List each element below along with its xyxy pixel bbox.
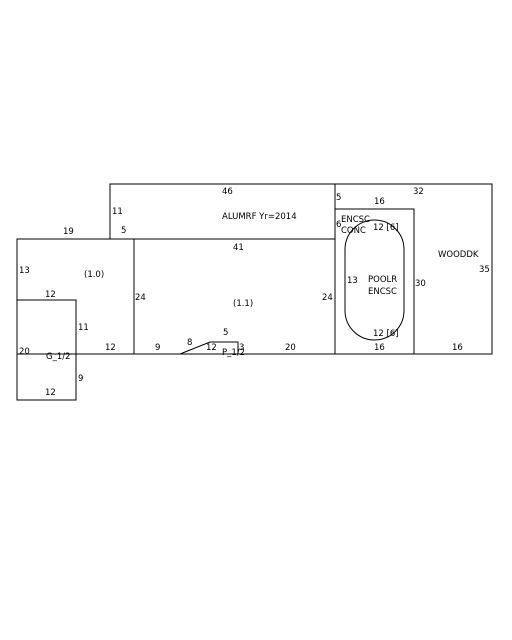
patio-area (179, 341, 239, 355)
dimension-label: 11 (78, 323, 89, 333)
wood-deck-area (334, 183, 493, 355)
pool-label-line1: POOLR (368, 275, 397, 285)
dimension-label: 9 (78, 374, 83, 384)
dimension-label: 35 (479, 265, 490, 275)
dimension-label: 16 (374, 197, 385, 207)
dimension-label: 16 (452, 343, 463, 353)
garage-area (16, 299, 77, 401)
encsc-label-line1: ENCSC (341, 215, 370, 225)
pool-outline (344, 219, 405, 341)
dimension-label: 12 [6] (373, 223, 399, 233)
dimension-label: 5 (223, 328, 228, 338)
dimension-label: 5 (121, 226, 126, 236)
area-1-0-label: (1.0) (84, 270, 104, 280)
dimension-label: 12 (45, 388, 56, 398)
dimension-label: 20 (19, 347, 30, 357)
dimension-label: 6 (336, 220, 341, 230)
patio-label: P_1/2 (222, 348, 245, 358)
dimension-label: 46 (222, 187, 233, 197)
dimension-label: 41 (233, 243, 244, 253)
dimension-label: 13 (347, 276, 358, 286)
dimension-label: 3 (239, 343, 244, 353)
dimension-label: 32 (413, 187, 424, 197)
dimension-label: 24 (135, 293, 146, 303)
dimension-label: 12 (206, 343, 217, 353)
dimension-label: 11 (112, 207, 123, 217)
dimension-label: 12 (45, 290, 56, 300)
garage-label: G_1/2 (46, 352, 71, 362)
main-area-1-1 (133, 238, 336, 355)
dimension-label: 12 [6] (373, 329, 399, 339)
dimension-label: 5 (336, 193, 341, 203)
area-1-1-label: (1.1) (233, 299, 253, 309)
pool-label-line2: ENCSC (368, 287, 397, 297)
dimension-label: 20 (285, 343, 296, 353)
dimension-label: 16 (374, 343, 385, 353)
dimension-label: 13 (19, 266, 30, 276)
dimension-label: 9 (155, 343, 160, 353)
alumrf-label: ALUMRF Yr=2014 (222, 212, 297, 222)
dimension-label: 12 (105, 343, 116, 353)
dimension-label: 24 (322, 293, 333, 303)
encsc-label-line2: CONC (341, 226, 366, 236)
dimension-label: 30 (415, 279, 426, 289)
dimension-label: 8 (187, 338, 192, 348)
dimension-label: 19 (63, 227, 74, 237)
wooddk-label: WOODDK (438, 250, 479, 260)
